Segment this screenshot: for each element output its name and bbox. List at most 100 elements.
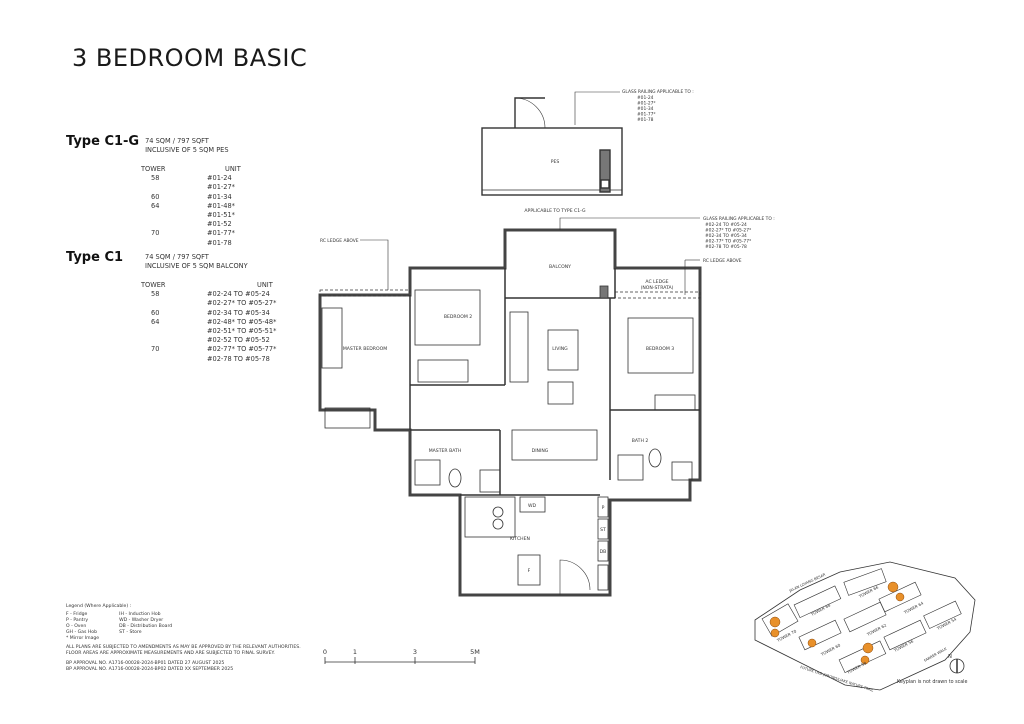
table-row: #02-52 TO #05-52	[141, 336, 276, 345]
scale-tick: 5M	[470, 648, 480, 656]
unit-cell: #01-52	[207, 220, 232, 229]
tower-cell: 58	[151, 290, 160, 299]
type-area: 74 SQM / 797 SQFT	[145, 137, 209, 145]
legend-item: F - Fridge	[66, 612, 88, 617]
walls	[318, 228, 702, 597]
unit-cell: #02-77* TO #05-77*	[207, 345, 277, 354]
scale-tick: 1	[353, 648, 357, 656]
tower-cell: 64	[151, 317, 160, 326]
railing-unit: #01-27*	[637, 101, 656, 107]
fixture-db: DB	[600, 549, 607, 555]
unit-cell: #01-27*	[207, 183, 235, 192]
tower-cell: 70	[151, 229, 160, 238]
scale-tick: 3	[413, 648, 417, 656]
legend-item: P - Pantry	[66, 618, 89, 623]
tower-cell: 70	[151, 345, 160, 354]
page-title: 3 BEDROOM BASIC	[72, 44, 308, 72]
table-row: #01-52	[141, 220, 241, 229]
table-row: #01-78	[141, 239, 241, 248]
room-label-ac-ledge-sub: (NON-STRATA)	[641, 285, 674, 291]
tower-cell: 58	[151, 174, 160, 183]
legend-item: * Mirror Image	[66, 636, 100, 641]
railing-title: GLASS RAILING APPLICABLE TO :	[703, 216, 775, 222]
rc-ledge-right: RC LEDGE ABOVE	[703, 258, 742, 264]
unit-cell: #01-78	[207, 238, 232, 247]
col-tower: TOWER	[141, 281, 166, 289]
table-row: 64#01-48*	[141, 202, 241, 211]
unit-cell: #01-34	[207, 192, 232, 201]
unit-cell: #02-27* TO #05-27*	[207, 299, 277, 308]
road-label: JALAN LOYANG BESAR	[788, 572, 827, 593]
legend-item: ST - Store	[119, 630, 142, 635]
tower-cell: 64	[151, 201, 160, 210]
table-row: #02-78 TO #05-78	[141, 355, 276, 364]
room-label-bedroom3: BEDROOM 3	[646, 346, 674, 352]
unit-cell: #02-51* TO #05-51*	[207, 327, 277, 336]
fixture-p: P	[602, 505, 605, 511]
rc-ledge-left: RC LEDGE ABOVE	[320, 238, 359, 244]
room-label-master-bath: MASTER BATH	[429, 448, 462, 454]
unit-cell: #01-51*	[207, 211, 235, 220]
table-row: 58#02-24 TO #05-24	[141, 290, 276, 299]
railing-unit: #02-27* TO #05-27*	[705, 228, 752, 234]
table-row: 70 #01-77*	[141, 229, 241, 238]
unit-cell: #02-48* TO #05-48*	[207, 317, 277, 326]
room-label-balcony: BALCONY	[549, 264, 571, 270]
disclaimer-line: ALL PLANS ARE SUBJECTED TO AMENDMENTS AS…	[66, 645, 301, 650]
fixture-f: F	[528, 568, 531, 574]
col-unit: UNIT	[257, 281, 273, 289]
unit-cell: #01-77*	[207, 229, 235, 238]
fixture-wd: WD	[528, 503, 537, 509]
scale-tick: 0	[323, 648, 327, 656]
table-row: #01-51*	[141, 211, 241, 220]
approval-line: BP APPROVAL NO. A1716-00028-2024-BP02 DA…	[66, 667, 234, 672]
tower-cell: 60	[151, 192, 160, 201]
railing-unit: #01-24	[637, 95, 654, 101]
railing-unit: #01-77*	[637, 112, 656, 118]
table-row: 58 #01-24	[141, 174, 241, 183]
unit-type-c1: Type C1 74 SQM / 797 SQFT INCLUSIVE OF 5…	[66, 250, 276, 364]
unit-cell: #02-34 TO #05-34	[207, 308, 270, 317]
type-area: 74 SQM / 797 SQFT	[145, 253, 209, 261]
col-unit: UNIT	[225, 165, 241, 173]
railing-unit: #02-24 TO #05-24	[705, 222, 747, 228]
approval-line: BP APPROVAL NO. A1716-00028-2024-BP01 DA…	[66, 661, 225, 666]
tower-label: TOWER 60	[819, 642, 841, 657]
table-row: 70 #02-77* TO #05-77*	[141, 345, 276, 354]
legend-item: GH - Gas Hob	[66, 630, 98, 635]
table-row: 64 #02-48* TO #05-48*	[141, 318, 276, 327]
north-label: N	[948, 654, 952, 660]
room-label-bedroom2: BEDROOM 2	[444, 314, 472, 320]
tower-label: TOWER 64	[902, 600, 924, 615]
room-label-dining: DINING	[532, 448, 549, 454]
road-label: FUTURE OLD JURONG/LIAKE NATURE TRAIL	[800, 665, 874, 693]
table-row: 60 #02-34 TO #05-34	[141, 309, 276, 318]
tower-cell: 60	[151, 308, 160, 317]
legend-item: DB - Distribution Board	[119, 624, 173, 629]
room-label-ac-ledge: AC LEDGE	[645, 279, 668, 285]
room-label-bath2: BATH 2	[632, 438, 649, 444]
table-row: #02-27* TO #05-27*	[141, 299, 276, 308]
unit-cell: #01-24	[207, 174, 232, 183]
room-label-living: LIVING	[552, 346, 568, 352]
keyplan-note: Keyplan is not drawn to scale	[897, 679, 968, 685]
col-tower: TOWER	[141, 165, 166, 173]
pes-railing-title: GLASS RAILING APPLICABLE TO :	[622, 89, 694, 95]
type-inclusive: INCLUSIVE OF 5 SQM PES	[145, 146, 229, 154]
type-name: Type C1-G	[66, 134, 140, 149]
legend-item: O - Oven	[66, 624, 87, 629]
pes-plan	[481, 91, 623, 196]
railing-unit: #02-78 TO #05-78	[705, 244, 747, 250]
unit-type-c1g: Type C1-G 74 SQM / 797 SQFT INCLUSIVE OF…	[66, 134, 241, 248]
type-name: Type C1	[66, 250, 124, 265]
type-inclusive: INCLUSIVE OF 5 SQM BALCONY	[145, 262, 248, 270]
table-row: #02-51* TO #05-51*	[141, 327, 276, 336]
railing-unit: #01-34	[637, 106, 654, 112]
key-plan	[754, 561, 976, 691]
unit-cell: #02-52 TO #05-52	[207, 336, 270, 345]
railing-unit: #02-34 TO #05-34	[705, 233, 747, 239]
scale-bar	[324, 657, 476, 664]
unit-table: TOWER UNIT 58#02-24 TO #05-24#02-27* TO #…	[141, 281, 276, 364]
room-label-pes: PES	[551, 159, 560, 165]
